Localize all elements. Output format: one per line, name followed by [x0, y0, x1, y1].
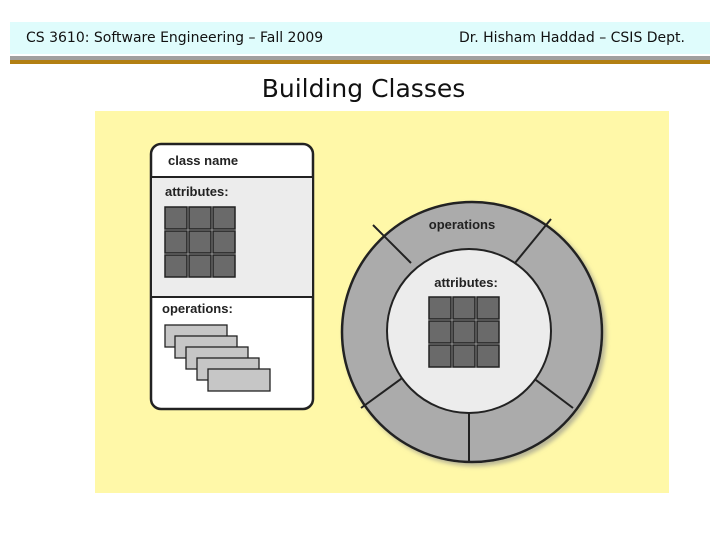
class-box: class name attributes: operations: — [149, 142, 315, 411]
slide-title: Building Classes — [261, 74, 466, 103]
object-circle: operations attributes: — [340, 200, 604, 464]
class-operations-stack — [164, 324, 271, 392]
header-rule-gray — [10, 56, 710, 60]
class-attributes-grid — [164, 206, 236, 278]
class-diagram: class name attributes: operations: — [149, 142, 604, 464]
circle-attributes-label: attributes: — [434, 275, 498, 290]
instructor-dept: Dr. Hisham Haddad – CSIS Dept. — [459, 30, 685, 46]
circle-attributes-grid — [428, 296, 500, 368]
course-title: CS 3610: Software Engineering – Fall 200… — [26, 30, 324, 46]
diagram-panel: class name attributes: operations: — [95, 111, 669, 493]
circle-operations-label: operations — [429, 217, 495, 232]
header-bar — [10, 22, 710, 54]
class-name-label: class name — [168, 153, 238, 168]
header-rule-gold — [10, 60, 710, 64]
class-attributes-label: attributes: — [165, 184, 229, 199]
class-operations-label: operations: — [162, 301, 233, 316]
